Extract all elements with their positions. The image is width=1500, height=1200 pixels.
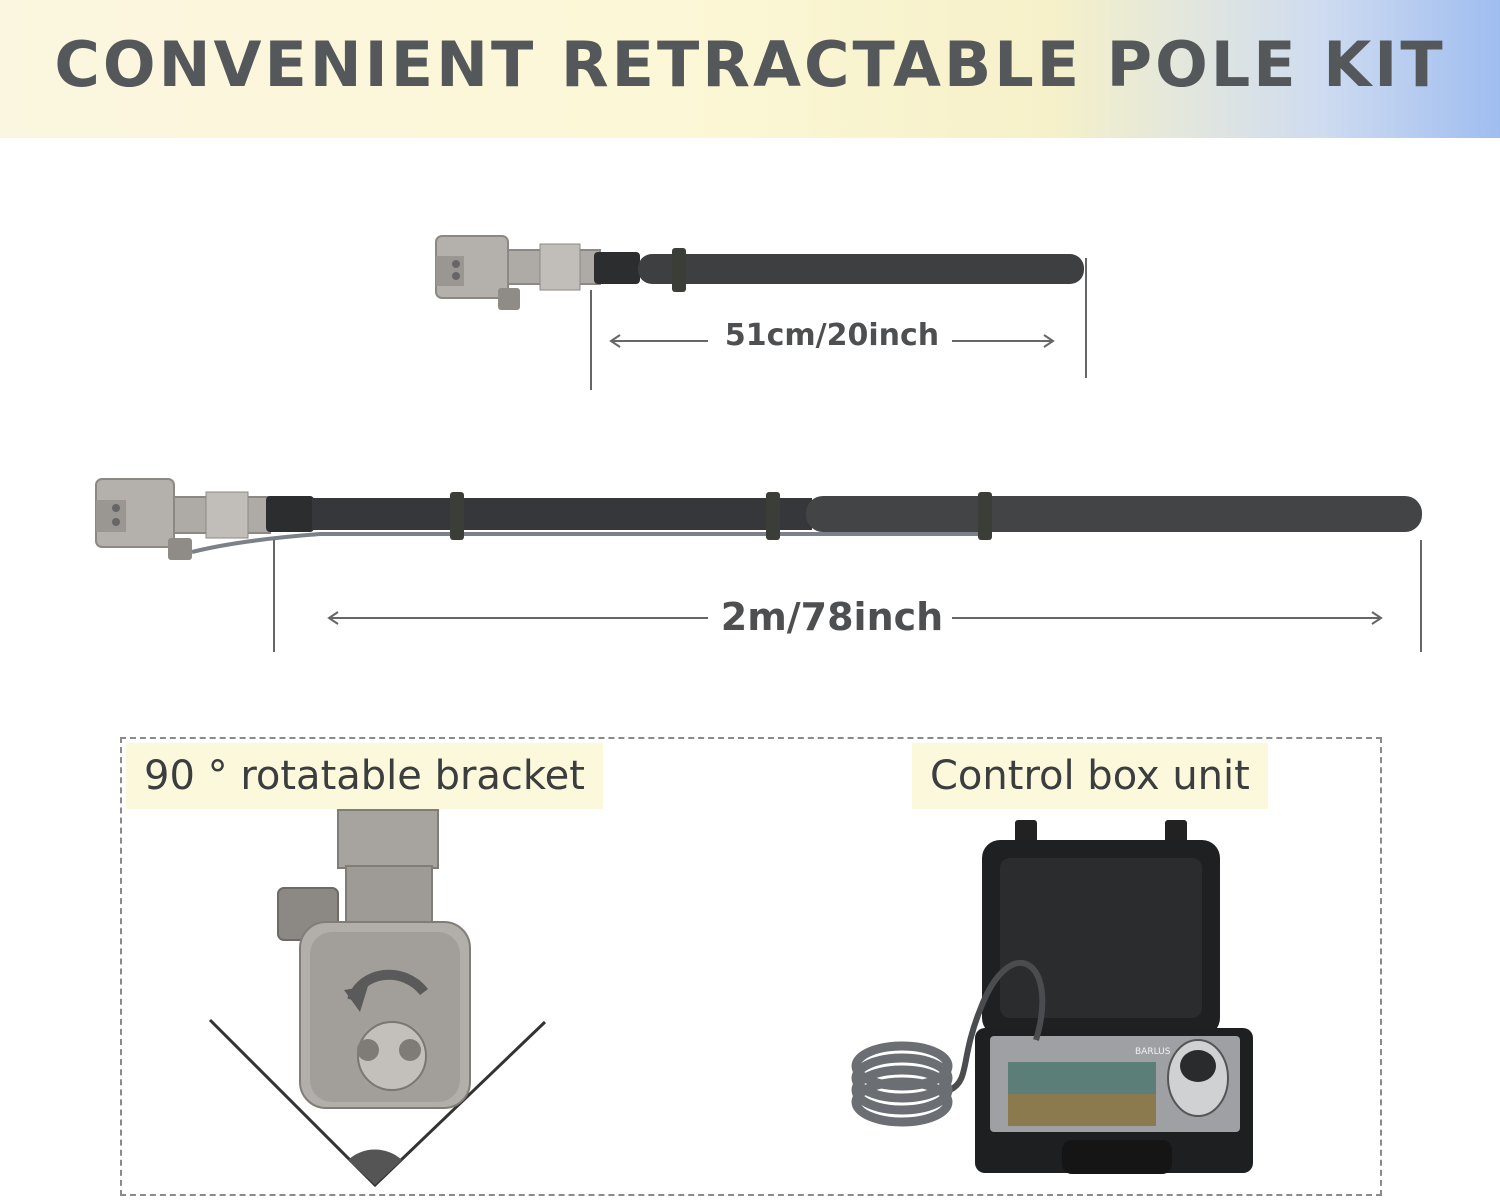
short-pole-illustration	[435, 235, 1087, 390]
long-dimension-arrow	[327, 611, 1383, 625]
rotation-angle-wedge	[348, 1149, 402, 1185]
short-length-label: 51cm/20inch	[724, 318, 940, 353]
short-pole-strap	[672, 248, 686, 292]
control-box-callout: Control box unit	[912, 743, 1268, 809]
long-pole-illustration	[95, 478, 1422, 652]
short-pole-connector	[594, 252, 640, 284]
cable-to-panel	[948, 960, 1046, 1093]
short-pole-tube	[638, 254, 1084, 284]
long-pole-strap-3	[978, 492, 992, 540]
cable-reel	[851, 1041, 953, 1127]
long-pole-inner-tube	[312, 498, 812, 530]
control-box-case: BARLUS	[948, 820, 1253, 1174]
title-banner: CONVENIENT RETRACTABLE POLE KIT	[0, 0, 1500, 138]
detail-frame	[120, 737, 1382, 1196]
long-pole-strap-1	[450, 492, 464, 540]
long-pole-connector	[266, 496, 314, 532]
page-title: CONVENIENT RETRACTABLE POLE KIT	[54, 28, 1446, 101]
brand-logo: BARLUS	[1135, 1047, 1171, 1057]
long-length-label: 2m/78inch	[720, 595, 944, 639]
short-pole-camera-head	[435, 235, 601, 310]
short-dimension-arrow	[609, 334, 1055, 348]
bracket-callout: 90 ° rotatable bracket	[126, 743, 603, 809]
control-box-handle	[1062, 1140, 1172, 1174]
long-pole-cable	[191, 532, 990, 554]
long-pole-strap-2	[766, 492, 780, 540]
bracket-closeup	[208, 809, 547, 1188]
long-pole-camera-head	[95, 478, 271, 560]
long-pole-outer-tube	[806, 496, 1422, 532]
